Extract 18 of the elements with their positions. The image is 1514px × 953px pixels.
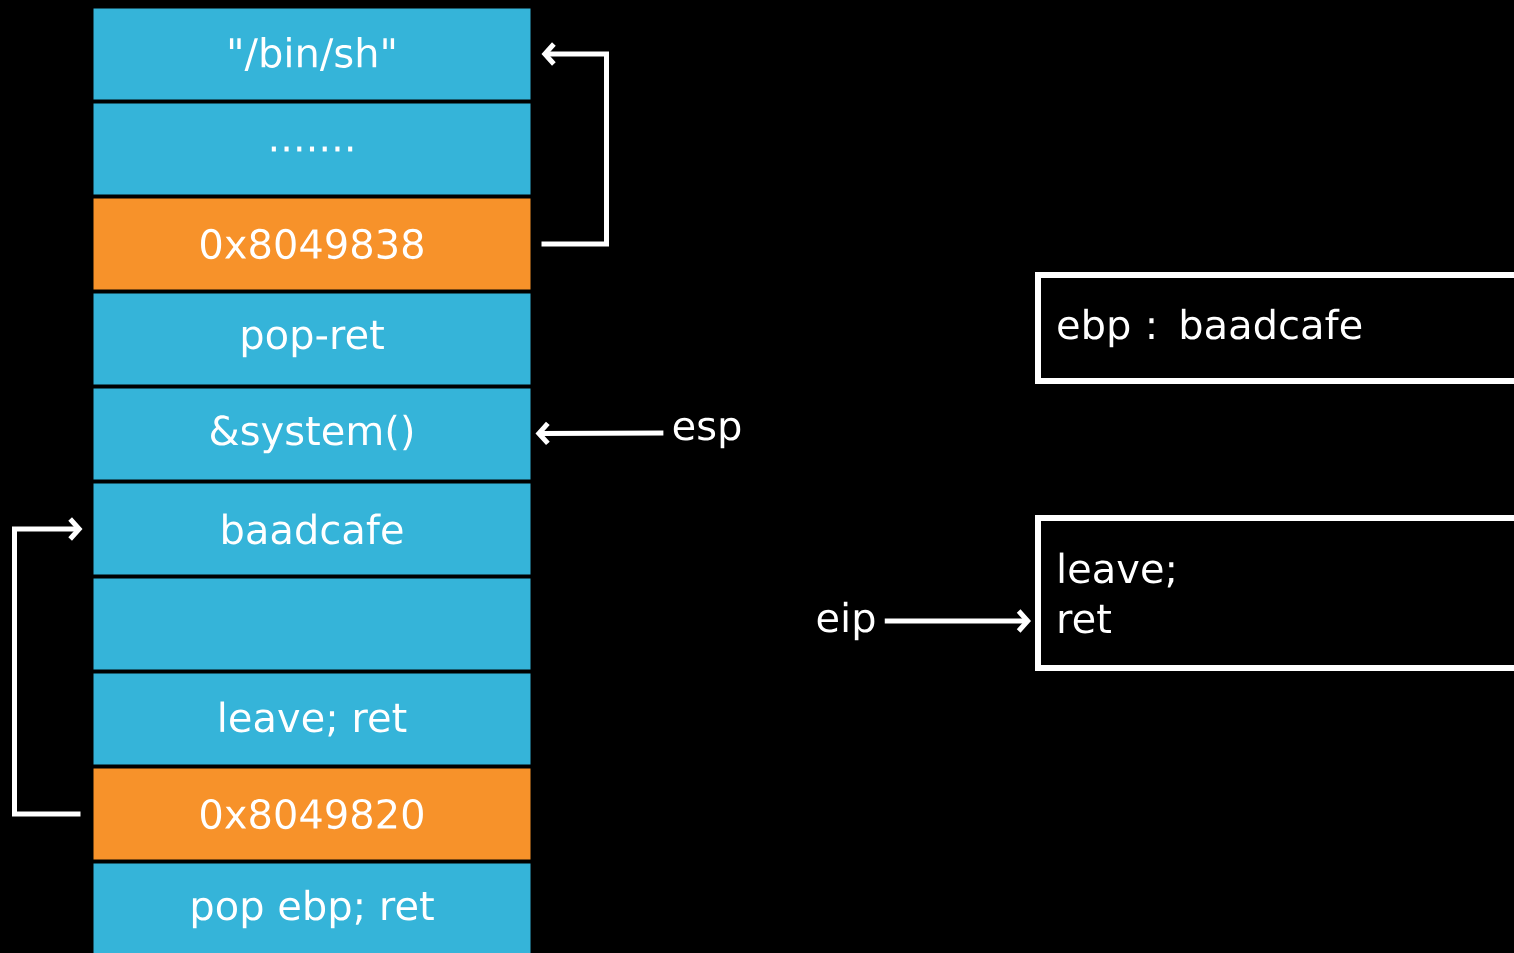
empty-memory-cell: [92, 577, 532, 671]
arrow: [12, 517, 83, 817]
memory-cell: baadcafe: [92, 482, 532, 576]
memory-cell: .......: [92, 102, 532, 196]
arrow: [535, 421, 664, 446]
memory-cell: pop-ret: [92, 292, 532, 386]
memory-cell: leave; ret: [92, 672, 532, 766]
memory-cell: "/bin/sh": [92, 7, 532, 101]
arrow: [884, 609, 1031, 633]
pointer-label: eip: [817, 601, 875, 641]
pointer-label: esp: [673, 417, 741, 449]
memory-cell: &system(): [92, 387, 532, 481]
memory-cell: 0x8049820: [92, 767, 532, 861]
memory-cell: pop ebp; ret: [92, 862, 532, 953]
arrow: [541, 42, 609, 247]
memory-cell: 0x8049838: [92, 197, 532, 291]
instruction-box: leave; ret: [1035, 515, 1514, 671]
register-box: ebp : baadcafe: [1035, 272, 1514, 384]
